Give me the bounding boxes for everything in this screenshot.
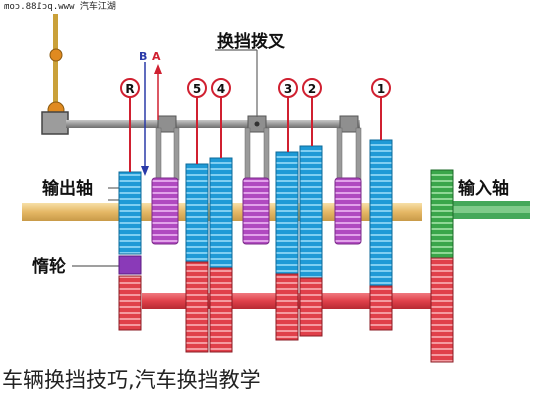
idler-gear-label: 惰轮 <box>32 256 66 277</box>
gear-label-1-circle <box>371 78 391 98</box>
input-gear <box>430 169 454 259</box>
gear-label-2-circle <box>302 78 322 98</box>
gear-label-1: 1 <box>377 82 385 96</box>
gear-label-5-circle <box>187 78 207 98</box>
shift-lever <box>41 10 69 135</box>
output-gears <box>118 139 393 287</box>
gear-label-3: 3 <box>284 82 292 96</box>
shift-rod <box>66 115 360 133</box>
gear-4-red <box>209 267 233 353</box>
gear-label-r: R <box>125 82 134 96</box>
watermark: www.pc188.com 汽车江湖 <box>0 0 120 14</box>
gear-labels: R 5 4 3 2 1 <box>120 78 391 172</box>
countershaft-gears <box>118 257 454 363</box>
shift-fork-label: 换挡拨叉 <box>217 31 286 52</box>
gear-label-3-circle <box>278 78 298 98</box>
caption: 车辆换挡技巧,汽车换挡教学 <box>2 368 261 392</box>
gear-r-blue <box>118 171 142 255</box>
gear-2-blue <box>299 145 323 279</box>
gear-4-blue <box>209 157 233 269</box>
gear-1-red <box>369 285 393 331</box>
synchronizers <box>151 177 362 245</box>
output-shaft-label: 输出轴 <box>42 178 93 199</box>
gear-3-blue <box>275 151 299 275</box>
input-shaft-label: 输入轴 <box>458 178 509 199</box>
marker-b: B <box>139 50 147 63</box>
gear-label-2: 2 <box>308 82 316 96</box>
sync-1 <box>151 177 179 245</box>
sync-3 <box>334 177 362 245</box>
gear-label-4-circle <box>211 78 231 98</box>
gear-1-blue <box>369 139 393 287</box>
gear-5-blue <box>185 163 209 263</box>
gear-2-red <box>299 277 323 337</box>
sync-2 <box>242 177 270 245</box>
gear-label-5: 5 <box>193 82 201 96</box>
gear-input-red <box>430 257 454 363</box>
gear-label-4: 4 <box>217 82 225 96</box>
gear-label-r-circle <box>120 78 140 98</box>
gear-5-red <box>185 261 209 353</box>
ab-markers: B A <box>139 50 162 176</box>
watermark-brand: 汽车江湖 <box>79 2 116 12</box>
marker-a: A <box>152 50 161 63</box>
gear-r-red <box>118 275 142 331</box>
watermark-site: www.pc188.com <box>4 2 75 12</box>
gear-3-red <box>275 273 299 341</box>
idler-gear <box>118 255 142 275</box>
